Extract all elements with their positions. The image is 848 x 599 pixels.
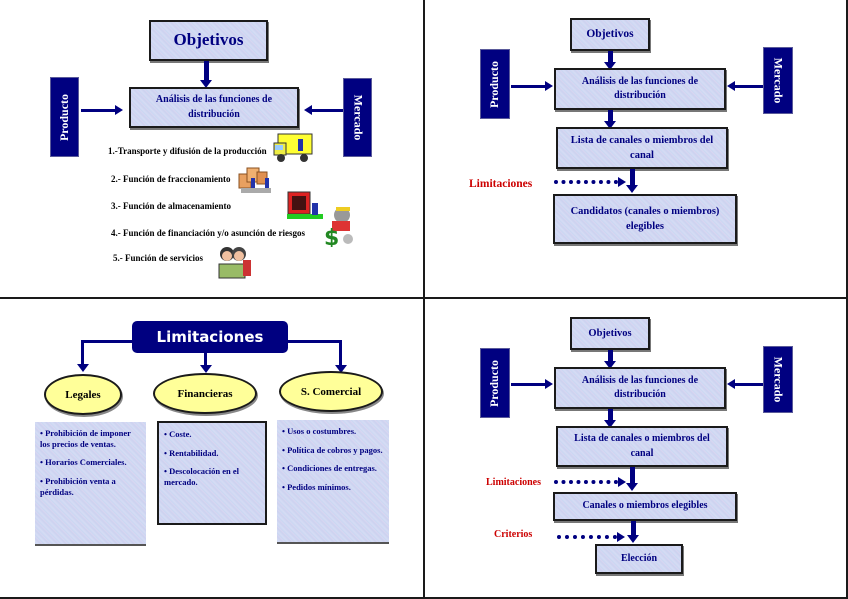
dotted-arrow-icon	[554, 477, 626, 487]
slide-funciones-distribucion: Objetivos Análisis de las funciones de d…	[0, 0, 424, 298]
arrow-down-icon	[626, 169, 638, 193]
lista-label: Lista de canales o miembros del canal	[570, 134, 714, 161]
comercial-item: • Condiciones de entregas.	[282, 463, 377, 474]
objetivos-label: Objetivos	[588, 327, 632, 339]
financieras-item: • Descolocación en el mercado.	[164, 466, 239, 487]
arrow-left-icon	[727, 81, 763, 91]
dotted-arrow-icon	[557, 532, 625, 542]
connector-line	[288, 340, 342, 343]
producto-bar: Producto	[480, 348, 510, 418]
analisis-label: Análisis de las funciones de distribució…	[155, 94, 273, 120]
mercado-label: Mercado	[771, 57, 786, 104]
comercial-ellipse: S. Comercial	[279, 371, 383, 412]
candidatos-label: Candidatos (canales o miembros) elegible…	[570, 205, 720, 232]
financieras-panel: • Coste. • Rentabilidad. • Descolocación…	[157, 421, 267, 525]
eleccion-box: Elección	[595, 544, 683, 574]
arrow-down-icon	[200, 353, 212, 373]
financieras-item: • Rentabilidad.	[164, 447, 219, 458]
lista-box: Lista de canales o miembros del canal	[556, 127, 728, 169]
comercial-item: • Política de cobros y pagos.	[282, 444, 383, 455]
people-reading-clipart-icon	[218, 247, 251, 279]
producto-label: Producto	[487, 359, 502, 407]
comercial-label: S. Comercial	[300, 385, 362, 398]
vertical-divider	[423, 0, 425, 599]
dotted-arrow-icon	[554, 177, 626, 187]
arrow-down-icon	[604, 350, 616, 369]
legales-ellipse: Legales	[44, 374, 122, 415]
candidatos-box: Candidatos (canales o miembros) elegible…	[553, 194, 737, 244]
mercado-label: Mercado	[351, 94, 366, 141]
limitaciones-title: Limitaciones	[132, 321, 288, 353]
objetivos-label: Objetivos	[586, 28, 634, 41]
objetivos-box: Objetivos	[149, 20, 268, 61]
financieras-ellipse: Financieras	[153, 373, 257, 414]
elegibles-box: Canales o miembros elegibles	[553, 492, 737, 521]
arrow-down-icon	[627, 521, 639, 543]
arrow-down-icon	[77, 340, 89, 372]
mercado-bar: Mercado	[343, 78, 372, 157]
analisis-box: Análisis de las funciones de distribució…	[554, 367, 726, 409]
slide-eleccion: Objetivos Análisis de las funciones de d…	[424, 299, 848, 597]
arrow-down-icon	[604, 110, 616, 129]
eleccion-label: Elección	[620, 552, 658, 564]
connector-line	[82, 340, 132, 343]
financieras-item: • Coste.	[164, 429, 192, 439]
legales-item: • Horarios Comerciales.	[40, 457, 127, 468]
analisis-box: Análisis de las funciones de distribució…	[129, 87, 299, 128]
objetivos-box: Objetivos	[570, 18, 650, 51]
function-item: 4.- Función de financiación y/o asunción…	[111, 228, 306, 238]
arrow-down-icon	[604, 409, 616, 428]
legales-item: • Prohibición de imponer los precios de …	[40, 428, 131, 449]
comercial-item: • Usos o costumbres.	[282, 426, 357, 436]
mercado-bar: Mercado	[763, 47, 793, 114]
lista-box: Lista de canales o miembros del canal	[556, 426, 728, 467]
truck-clipart-icon	[273, 133, 313, 162]
limitaciones-label: Limitaciones	[486, 477, 541, 488]
comercial-panel: • Usos o costumbres. • Política de cobro…	[277, 420, 389, 544]
arrow-down-icon	[604, 51, 616, 70]
producto-bar: Producto	[50, 77, 79, 157]
financieras-label: Financieras	[177, 387, 233, 400]
limitaciones-title-label: Limitaciones	[156, 328, 264, 346]
producto-bar: Producto	[480, 49, 510, 119]
arrow-left-icon	[304, 105, 343, 115]
limitaciones-label: Limitaciones	[469, 178, 533, 190]
analisis-box: Análisis de las funciones de distribució…	[554, 68, 726, 110]
lista-label: Lista de canales o miembros del canal	[574, 433, 710, 459]
function-item: 2.- Función de fraccionamiento	[111, 174, 231, 184]
slide-limitaciones: Limitaciones Legales Financieras S. Come…	[0, 299, 424, 597]
function-item: 1.-Transporte y difusión de la producció…	[108, 146, 267, 156]
legales-label: Legales	[65, 388, 101, 401]
arrow-down-icon	[626, 467, 638, 491]
objetivos-label: Objetivos	[173, 30, 244, 50]
slide-candidatos: Objetivos Análisis de las funciones de d…	[424, 0, 848, 298]
svg-text:$: $	[324, 226, 339, 247]
producto-label: Producto	[487, 60, 502, 108]
elegibles-label: Canales o miembros elegibles	[582, 500, 708, 512]
arrow-left-icon	[727, 379, 763, 389]
legales-panel: • Prohibición de imponer los precios de …	[35, 422, 146, 546]
warehouse-clipart-icon	[287, 191, 323, 219]
analisis-label: Análisis de las funciones de distribució…	[581, 75, 699, 102]
objetivos-box: Objetivos	[570, 317, 650, 350]
arrow-down-icon	[335, 340, 347, 373]
arrow-down-icon	[200, 61, 212, 88]
money-clipart-icon: $	[324, 207, 353, 247]
producto-label: Producto	[57, 93, 72, 141]
function-item: 5.- Función de servicios	[113, 253, 203, 263]
arrow-right-icon	[511, 379, 553, 389]
analisis-label: Análisis de las funciones de distribució…	[581, 374, 699, 401]
mercado-label: Mercado	[771, 356, 786, 403]
arrow-right-icon	[511, 81, 553, 91]
boxes-workers-clipart-icon	[238, 167, 271, 193]
mercado-bar: Mercado	[763, 346, 793, 413]
comercial-item: • Pedidos mínimos.	[282, 481, 351, 492]
function-item: 3.- Función de almacenamiento	[111, 201, 231, 211]
horizontal-divider	[0, 297, 848, 299]
legales-item: • Prohibición venta a pérdidas.	[40, 475, 116, 497]
criterios-label: Criterios	[494, 529, 533, 540]
arrow-right-icon	[81, 105, 123, 115]
